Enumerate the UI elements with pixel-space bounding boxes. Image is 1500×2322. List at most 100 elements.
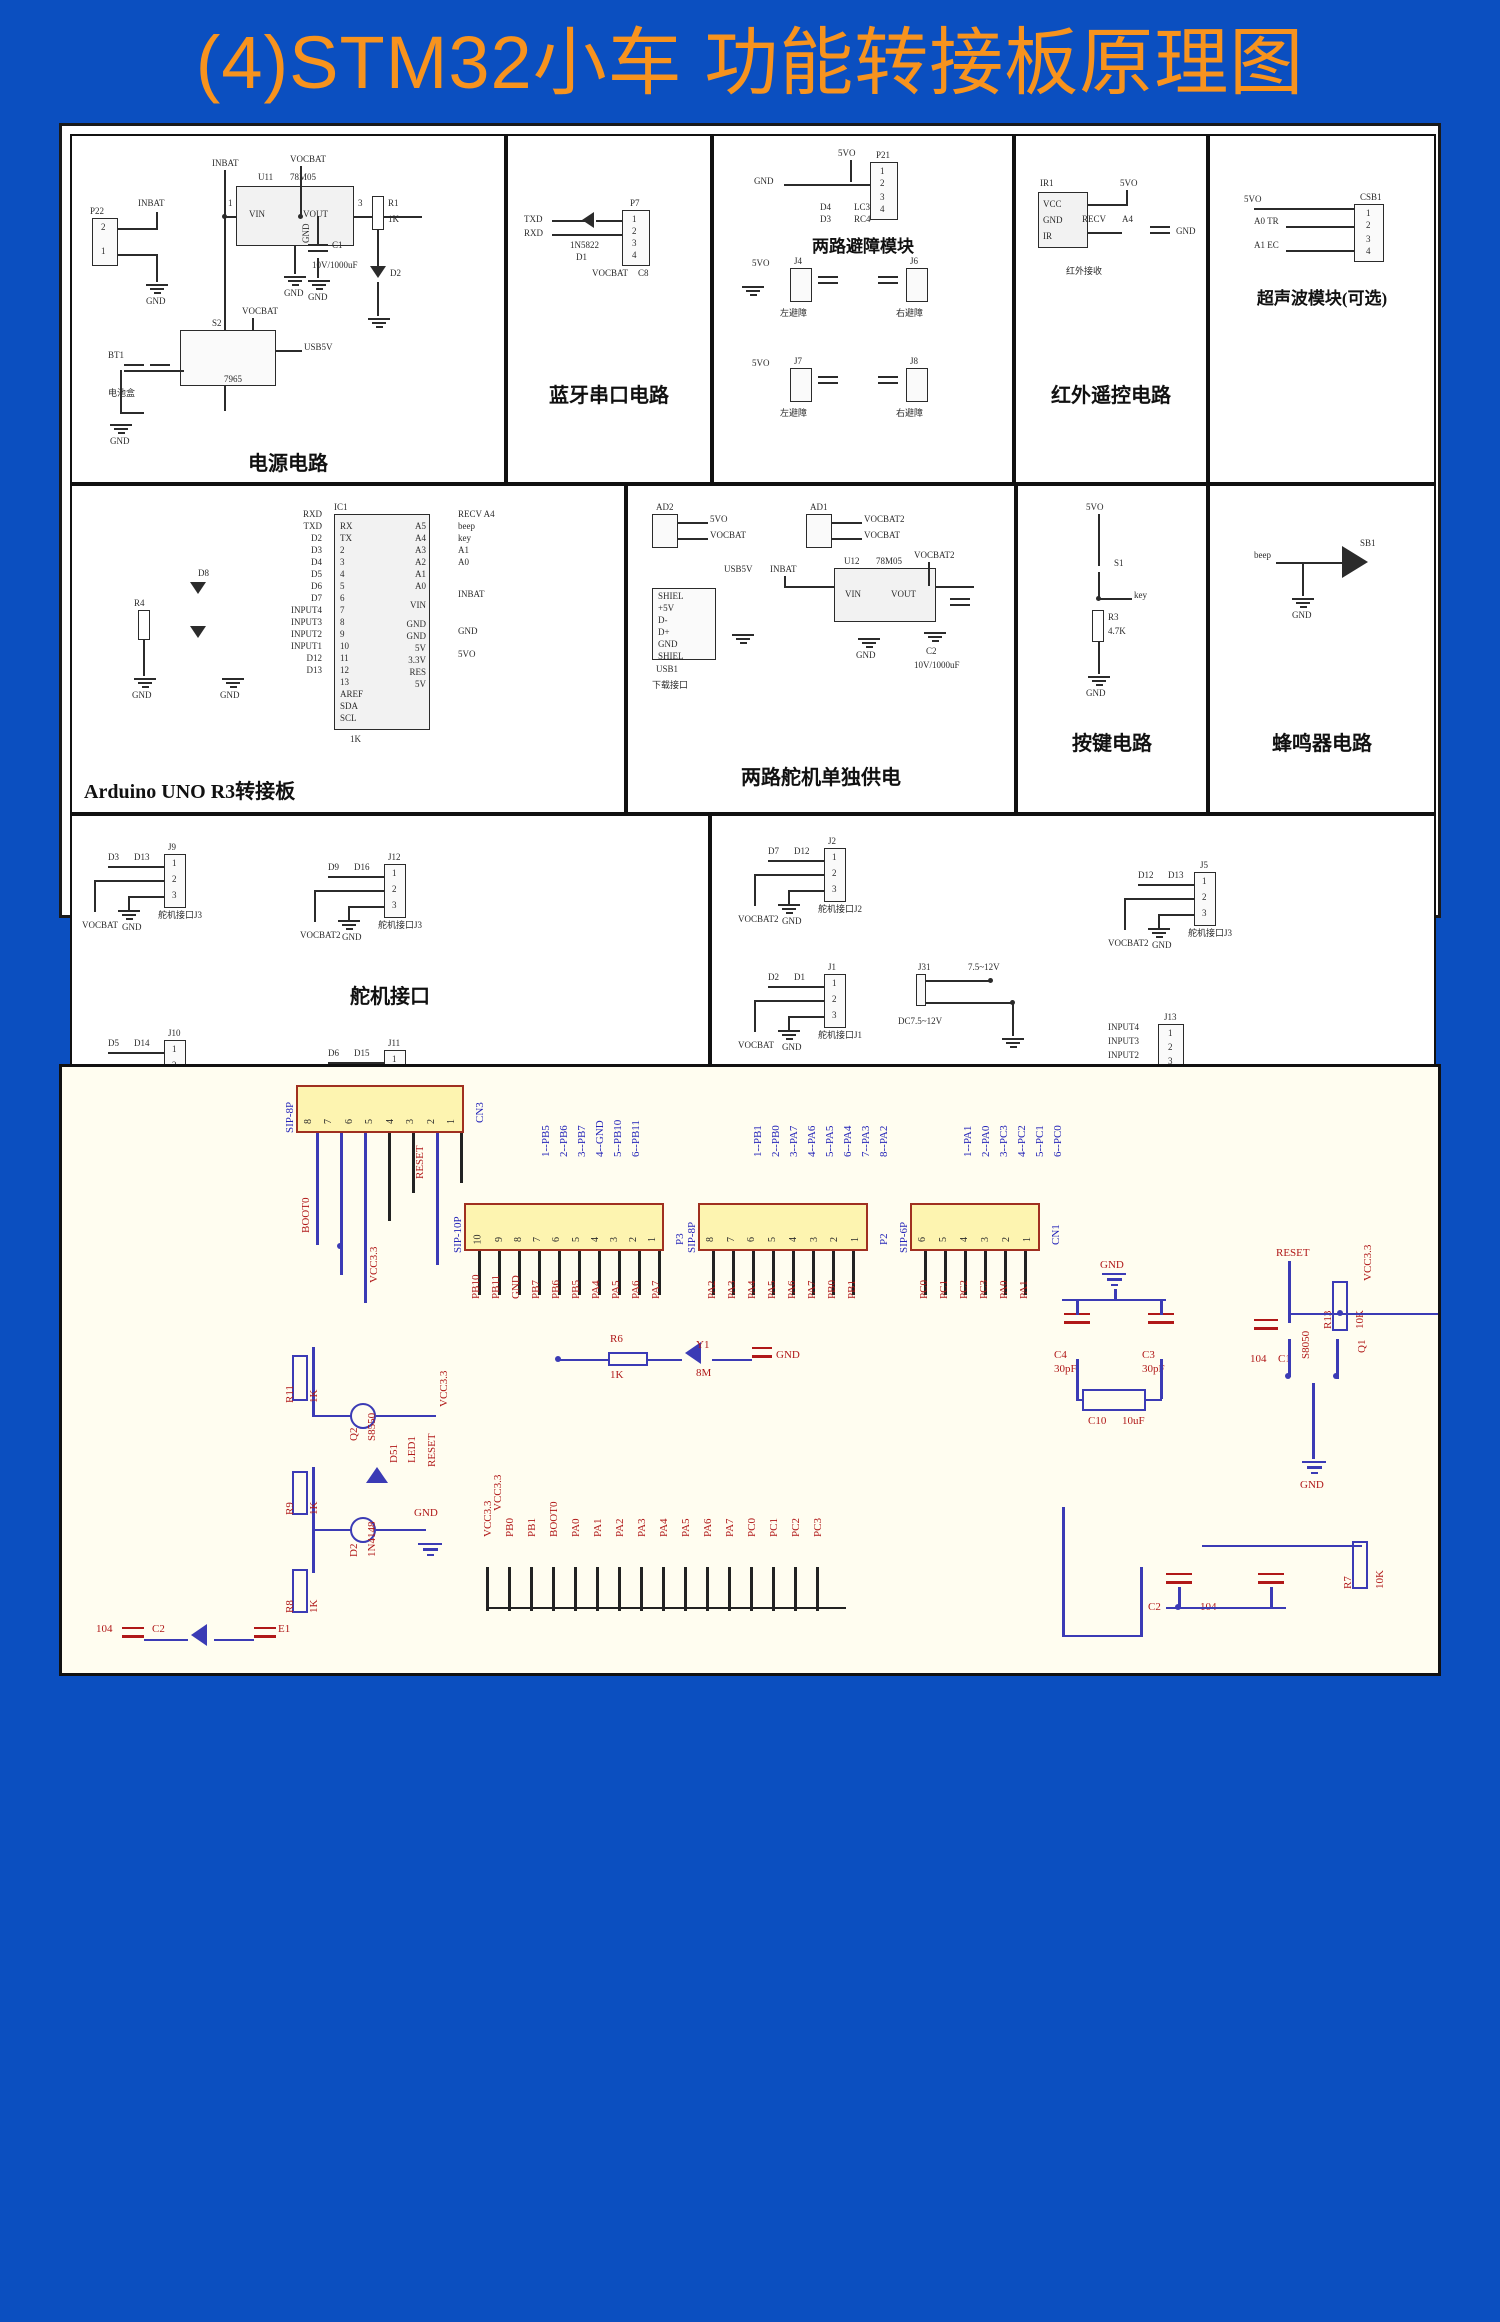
arduino-left-pin-sda: SDA [340, 701, 359, 712]
ref-j2: J2 [828, 836, 837, 847]
p7-pin-3: 3 [632, 238, 637, 249]
arduino-net-input1: INPUT1 [291, 641, 322, 652]
net-col2-7: 8--PA2 [878, 1125, 890, 1157]
net-vocbat2-sp: VOCBAT2 [864, 514, 905, 525]
arduino-left-pin-scl: SCL [340, 713, 357, 724]
arduino-right-pin-a0: A0 [415, 581, 426, 592]
arduino-net-a1: A1 [458, 545, 469, 556]
arduino-right-pin-33v: 3.3V [408, 655, 426, 666]
value-r3: 4.7K [1108, 626, 1126, 637]
net-vcc33-cn3: VCC3.3 [368, 1246, 380, 1283]
net-vcc33-reset: VCC3.3 [1362, 1244, 1374, 1281]
ref-e1-label: Q1 [1356, 1339, 1368, 1353]
p2-ref: P2 [878, 1233, 890, 1245]
p22-pin-1: 1 [101, 246, 106, 257]
cn1-pin-5: 5 [938, 1236, 949, 1242]
j1-pin-2: 2 [832, 994, 837, 1005]
p3-pin-2: 2 [627, 1236, 639, 1242]
j2-label: 舵机接口J2 [818, 904, 863, 915]
ir-pin-vcc: VCC [1043, 199, 1062, 210]
p2-bus-5: PA7 [806, 1280, 818, 1299]
usb-pin-shiel-2: SHIEL [658, 651, 684, 662]
ref-u12: U12 [844, 556, 860, 567]
ic-ir1: VCC GND IR [1038, 192, 1088, 249]
caption-servo-port-left: 舵机接口 [350, 986, 430, 1009]
resistor-r3 [1092, 610, 1104, 643]
arduino-net-d2: D2 [311, 533, 322, 544]
diode-d2 [366, 1466, 388, 1483]
sub-caption-download: 下载接口 [652, 680, 689, 691]
block-arduino-adapter: IC1 1K RX TX 2 3 4 5 6 7 8 9 10 11 12 13 [70, 484, 626, 815]
mcu-net-12: PC0 [746, 1517, 758, 1537]
gnd-label-ard-1: GND [132, 690, 152, 701]
ref-r1: R1 [388, 198, 399, 209]
caption-arduino-adapter: Arduino UNO R3转接板 [84, 781, 296, 804]
ref-c8: C8 [638, 268, 649, 279]
ref-d2: D2 [390, 268, 401, 279]
cn1-bus-2: PC2 [958, 1279, 970, 1299]
p3-pin-1: 1 [646, 1236, 658, 1242]
block-ultrasonic: 5VO CSB1 1 2 3 4 A0 TR A1 EC 超声波模块(可选) [1208, 134, 1436, 485]
ref-recv: RECV [1082, 214, 1107, 225]
cn1-pin-1: 1 [1022, 1236, 1033, 1242]
cn1-type: SIP-6P [898, 1221, 910, 1253]
arduino-net-rxd: RXD [302, 509, 322, 520]
value-r6: 1K [610, 1368, 624, 1381]
j9-pin-1: 1 [172, 858, 177, 869]
p3-bus-3: PB7 [530, 1279, 542, 1299]
p2-bus-3: PA5 [766, 1280, 778, 1299]
gnd-label-2: GND [308, 292, 328, 303]
connector-cn3: 8 7 6 5 4 3 2 1 [296, 1084, 464, 1133]
ref-c2-right: C2 [1148, 1600, 1161, 1613]
connector-j9 [164, 854, 186, 909]
csb1-pin-2: 2 [1366, 220, 1371, 231]
ref-j11: J11 [388, 1038, 401, 1049]
j2-pin-3: 3 [832, 884, 837, 895]
value-c2: 10V/1000uF [914, 660, 960, 671]
cn1-bus-0: PC0 [918, 1279, 930, 1299]
net-vocbat-bt: VOCBAT [592, 268, 629, 279]
net-vocbat2-out: VOCBAT2 [914, 550, 955, 561]
sub-caption-right-1: 右避障 [896, 308, 924, 319]
cn3-type: SIP-8P [284, 1101, 296, 1133]
resistor-r11 [292, 1354, 308, 1401]
mcu-net-1: PB0 [504, 1517, 516, 1537]
caption-key-circuit: 按键电路 [1072, 733, 1152, 756]
net-col1-0: 1--PB5 [540, 1125, 552, 1157]
j9-label: 舵机接口J3 [158, 910, 203, 921]
value-y1: 10uF [1122, 1414, 1145, 1427]
j9-net-1: D3 [108, 852, 119, 863]
block-buzzer-circuit: beep SB1 GND 蜂鸣器电路 [1208, 484, 1436, 815]
p2-bus-6: PB0 [826, 1279, 838, 1299]
p2-pin-3: 3 [808, 1236, 820, 1242]
cap-c2-sym [1166, 1572, 1192, 1584]
sub-caption-left-1: 左避障 [780, 308, 808, 319]
ref-c4: C4 [1054, 1348, 1067, 1361]
ref-p21: P21 [876, 150, 891, 161]
cn3-pin-2: 2 [425, 1118, 437, 1124]
p2-pin-8: 8 [704, 1236, 716, 1242]
cn3-pin-4: 4 [384, 1118, 396, 1124]
value-c1: 10V/1000uF [312, 260, 358, 271]
net-txd: TXD [524, 214, 543, 225]
value-d51: 8M [696, 1366, 712, 1379]
value-c1-reset: 104 [1250, 1352, 1267, 1365]
ref-d1: D1 [576, 252, 587, 263]
mcu-net-3: BOOT0 [548, 1501, 560, 1537]
usb-pin-shiel-1: SHIEL [658, 591, 684, 602]
resistor-r4 [138, 610, 150, 641]
p3-pin-6: 6 [551, 1236, 563, 1242]
p2-bus-2: PA4 [746, 1280, 758, 1299]
pin-1-u11: 1 [228, 198, 233, 209]
value-r9: 1K [308, 1501, 320, 1515]
value-c3: 30pF [1142, 1362, 1165, 1375]
caption-ir-remote: 红外遥控电路 [1051, 385, 1171, 408]
p3-pin-3: 3 [608, 1236, 620, 1242]
csb1-pin-3: 3 [1366, 234, 1371, 245]
arduino-net-input2: INPUT2 [291, 629, 322, 640]
j1-label: 舵机接口J1 [818, 1030, 863, 1041]
j9-pin-2: 2 [172, 874, 177, 885]
cn1-ref: CN1 [1050, 1224, 1062, 1245]
mcu-net-14: PC2 [790, 1517, 802, 1537]
net-col2-2: 3--PA7 [788, 1125, 800, 1157]
